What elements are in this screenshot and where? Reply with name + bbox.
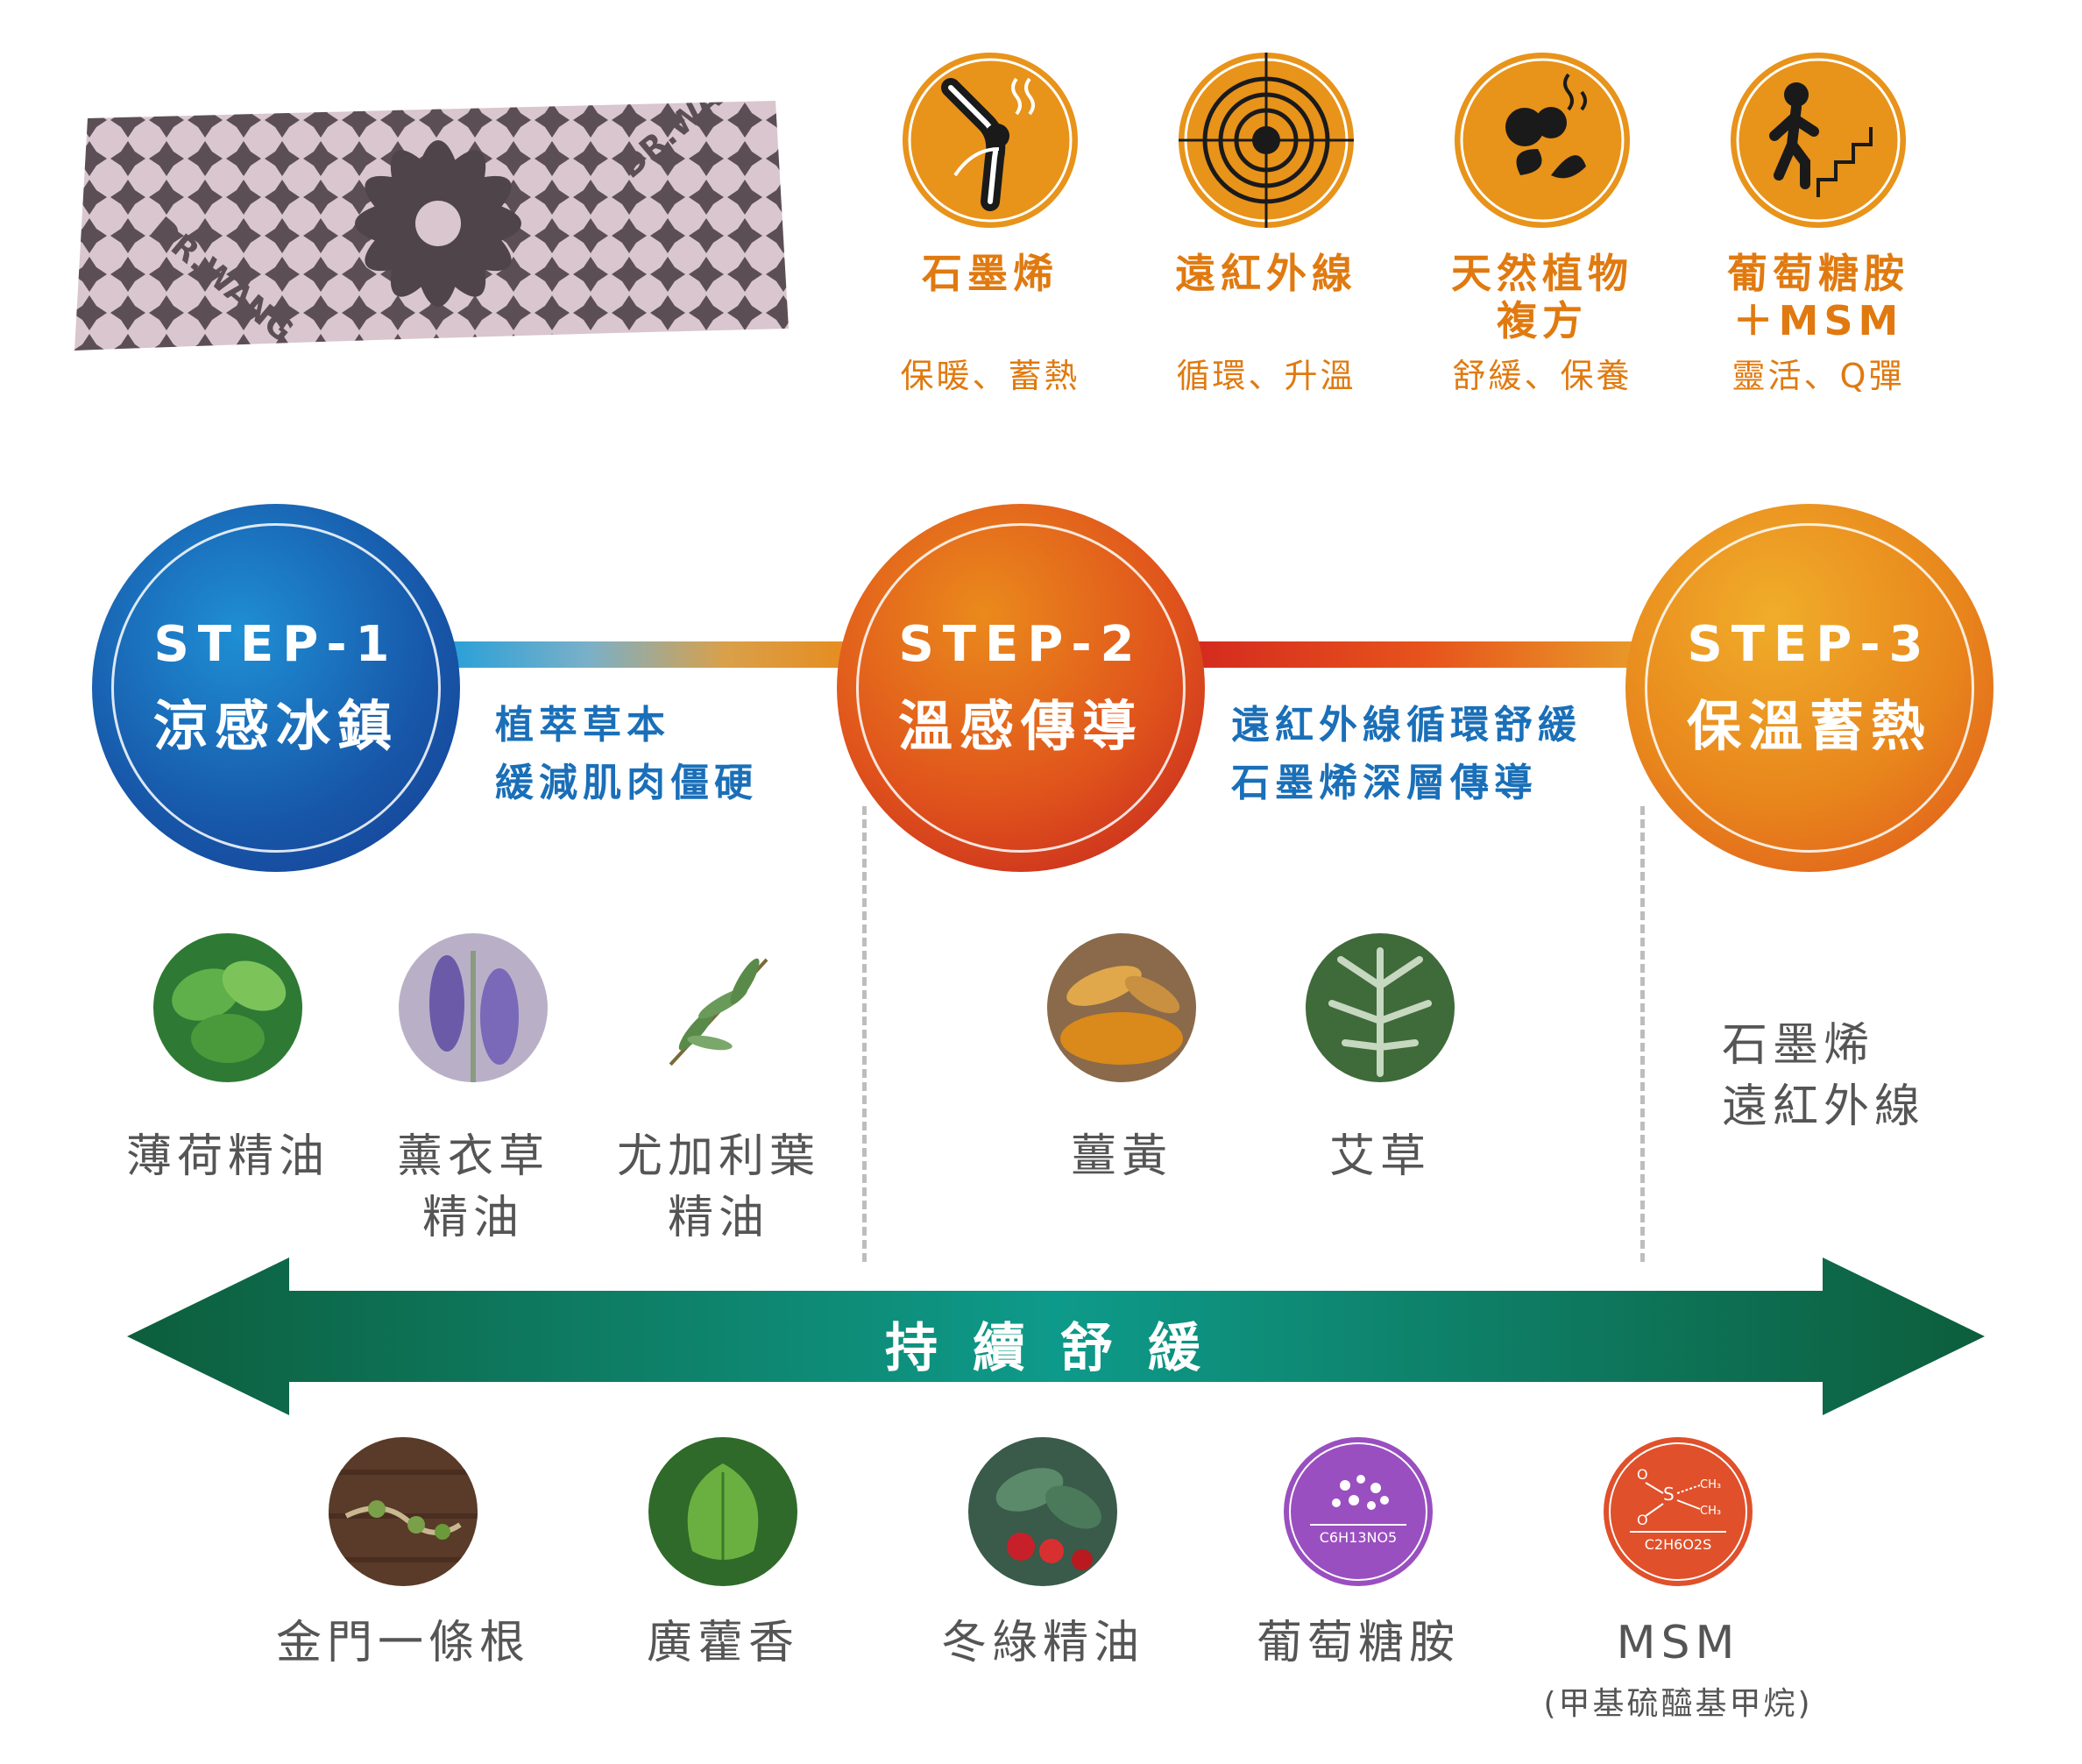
connector-text-2: 遠紅外線循環舒緩 石墨烯深層傳導 — [1231, 703, 1582, 805]
lavender-image — [399, 933, 548, 1082]
root-label: 金門一條根 — [275, 1617, 530, 1669]
svg-text:CH₃: CH₃ — [1700, 1505, 1721, 1518]
wintergreen-label: 冬綠精油 — [940, 1617, 1144, 1669]
step-3-text: 石墨烯 遠紅外線 — [1722, 1019, 1926, 1133]
svg-text:C6H13NO5: C6H13NO5 — [1320, 1529, 1397, 1546]
mugwort-label: 艾草 — [1328, 1130, 1431, 1183]
product-band-image: DR.WANG DR.WANG — [70, 101, 793, 351]
svg-text:C2H6O2S: C2H6O2S — [1645, 1536, 1712, 1553]
step-1-circle: STEP-1 涼感冰鎮 — [92, 504, 460, 872]
feature-subtitle-far-infrared: 循環、升溫 — [1176, 357, 1356, 395]
patchouli-label: 廣藿香 — [646, 1617, 799, 1669]
connector-bar-2 — [1192, 641, 1656, 668]
feature-subtitle-glucosamine-msm: 靈活、Q彈 — [1731, 357, 1905, 395]
step-2-circle: STEP-2 溫感傳導 — [837, 504, 1205, 872]
feature-title-graphene: 石墨烯 — [922, 250, 1059, 297]
step-2-label: STEP-2 — [898, 615, 1144, 673]
feature-subtitle-natural-plants: 舒緩、保養 — [1452, 357, 1632, 395]
herb-plant-icon — [1455, 53, 1630, 228]
lavender-label: 薰衣草 精油 — [396, 1130, 549, 1244]
target-icon — [1179, 53, 1354, 228]
root-image — [329, 1437, 478, 1586]
step-2-name: 溫感傳導 — [897, 693, 1144, 758]
feature-title-natural-plants: 天然植物 複方 — [1451, 250, 1633, 344]
step-1-label: STEP-1 — [153, 615, 399, 673]
msm-sublabel: (甲基硫醯基甲烷) — [1543, 1686, 1813, 1722]
svg-text:O: O — [1637, 1512, 1648, 1528]
knee-warmth-icon — [903, 53, 1078, 228]
turmeric-label: 薑黃 — [1070, 1130, 1172, 1183]
feature-subtitle-graphene: 保暖、蓄熱 — [900, 357, 1080, 395]
svg-text:S: S — [1663, 1484, 1675, 1505]
mint-image — [153, 933, 302, 1082]
eucalyptus-image — [644, 933, 793, 1082]
feature-title-far-infrared: 遠紅外線 — [1175, 250, 1357, 297]
arrow-label: 持續舒緩 — [885, 1318, 1236, 1379]
step-1-name: 涼感冰鎮 — [152, 693, 399, 758]
step-3-circle: STEP-3 保溫蓄熱 — [1625, 504, 1993, 872]
connector-bar-1 — [451, 641, 863, 668]
mugwort-image — [1306, 933, 1455, 1082]
connector-text-1: 植萃草本 緩減肌肉僵硬 — [495, 703, 758, 805]
step-3-name: 保溫蓄熱 — [1686, 693, 1932, 758]
svg-text:O: O — [1637, 1466, 1648, 1483]
msm-icon: O S O CH₃ CH₃ C2H6O2S — [1604, 1437, 1753, 1586]
step-3-label: STEP-3 — [1687, 615, 1932, 673]
feature-title-glucosamine-msm: 葡萄糖胺 ＋MSM — [1727, 250, 1909, 344]
divider-dashed-2 — [1640, 806, 1645, 1262]
msm-label: MSM — [1616, 1617, 1740, 1669]
divider-dashed-1 — [862, 806, 867, 1262]
svg-text:CH₃: CH₃ — [1700, 1478, 1721, 1491]
continuous-relief-arrow — [127, 1257, 1985, 1419]
turmeric-image — [1047, 933, 1196, 1082]
patchouli-image — [648, 1437, 797, 1586]
mint-label: 薄荷精油 — [125, 1130, 329, 1183]
eucalyptus-label: 尤加利葉 精油 — [616, 1130, 820, 1244]
glucosamine-label: 葡萄糖胺 — [1256, 1617, 1460, 1669]
wintergreen-image — [968, 1437, 1117, 1586]
glucosamine-icon: C6H13NO5 — [1284, 1437, 1433, 1586]
stairs-climb-icon — [1731, 53, 1906, 228]
